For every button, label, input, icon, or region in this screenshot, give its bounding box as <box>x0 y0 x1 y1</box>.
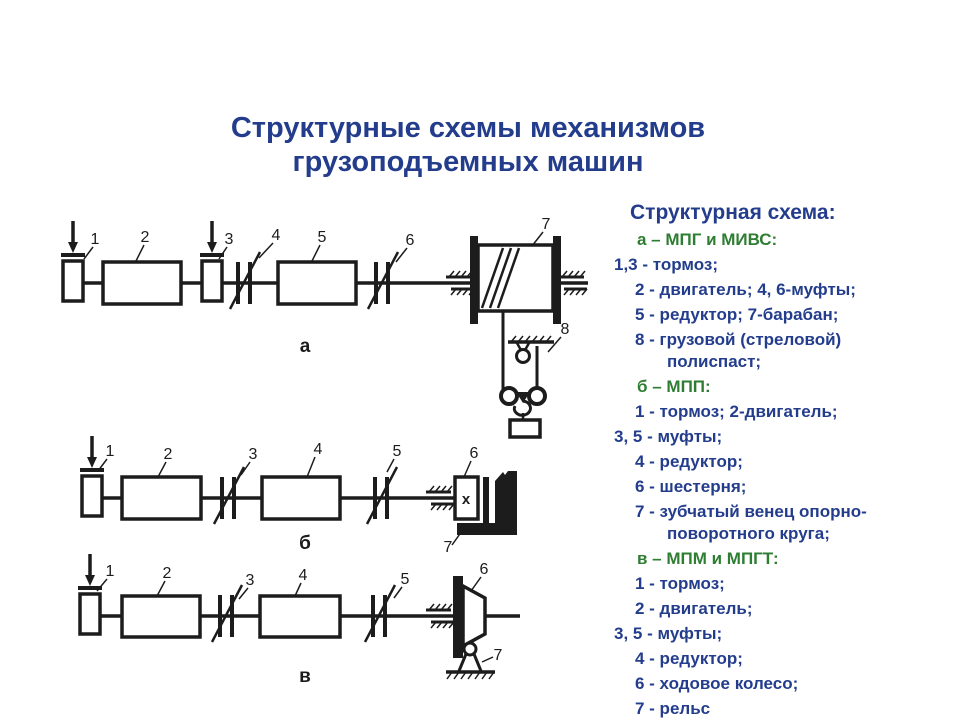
legend-line: 6 - шестерня; <box>635 477 747 496</box>
legend-line: 1,3 - тормоз; <box>614 255 719 274</box>
pinion-icon: x <box>453 475 480 521</box>
part-number: 4 <box>299 567 308 584</box>
brake-icon <box>78 434 106 518</box>
part-number: 6 <box>470 445 479 462</box>
legend-line: 5 - редуктор; 7-барабан; <box>635 305 839 324</box>
part-number: 1 <box>106 563 115 580</box>
legend-line: 2 - двигатель; 4, 6-муфты; <box>635 280 856 299</box>
part-number: 2 <box>164 446 173 463</box>
rail-icon <box>446 641 495 680</box>
load-block <box>508 418 542 439</box>
legend-line: 8 - грузовой (стреловой) <box>635 330 842 349</box>
part-number: 4 <box>314 441 323 458</box>
part-number: 3 <box>249 446 258 463</box>
travel-wheel-icon <box>453 576 520 658</box>
coupling-icon <box>210 583 244 644</box>
reducer-block <box>258 594 342 639</box>
legend-line: 1 - тормоз; <box>635 574 725 593</box>
part-number: 1 <box>91 231 100 248</box>
coupling-icon <box>363 583 397 644</box>
legend-line: полиспаст; <box>667 352 762 371</box>
part-number: 5 <box>393 443 402 460</box>
mechanism-scheme-a: 1 2 3 4 5 6 7 8 а <box>59 216 589 439</box>
legend-line: 7 - зубчатый венец опорно- <box>635 502 867 521</box>
part-number: 6 <box>480 561 489 578</box>
mechanism-scheme-b: x 1 2 3 4 5 6 7 <box>78 434 517 556</box>
motor-block <box>101 260 183 306</box>
legend-heading: Структурная схема: <box>630 201 836 224</box>
part-number: 2 <box>141 229 150 246</box>
legend-line: в – МПМ и МПГТ: <box>637 549 779 568</box>
reducer-block <box>276 260 358 306</box>
coupling-icon <box>365 465 399 526</box>
page-title: Структурные схемы механизмов грузоподъем… <box>90 111 846 179</box>
part-number: 3 <box>225 231 234 248</box>
legend-line: б – МПП: <box>637 377 711 396</box>
part-number: 4 <box>272 227 281 244</box>
hatch-ticks <box>510 335 552 343</box>
brake-icon <box>76 552 104 636</box>
pulley-block-icon <box>499 311 554 439</box>
coupling-icon <box>212 465 246 526</box>
legend-line: а – МПГ и МИВС: <box>637 230 778 249</box>
part-number: 2 <box>163 565 172 582</box>
brake-icon <box>198 219 226 303</box>
legend-line: 2 - двигатель; <box>635 599 753 618</box>
part-number: 7 <box>494 647 503 664</box>
page-title-line2: грузоподъемных машин <box>292 146 644 178</box>
part-numbers: 1 2 3 4 5 6 7 8 <box>83 216 570 353</box>
brake-icon <box>59 219 87 303</box>
ring-gear-icon <box>457 471 517 535</box>
hatch-ticks <box>446 671 495 680</box>
drum-icon <box>470 236 561 324</box>
motor-block <box>120 594 202 639</box>
page-title-line1: Структурные схемы механизмов <box>230 112 706 144</box>
part-number: 6 <box>406 232 415 249</box>
part-number: 7 <box>444 539 453 556</box>
legend-line: поворотного круга; <box>667 524 830 543</box>
legend-line: 4 - редуктор; <box>635 649 743 668</box>
coupling-icon <box>366 250 400 311</box>
part-number: 1 <box>106 443 115 460</box>
legend-line: 3, 5 - муфты; <box>614 624 723 643</box>
scheme-a-caption: а <box>300 336 311 357</box>
part-number: 3 <box>246 572 255 589</box>
legend-line: 7 - рельс <box>635 699 711 718</box>
coupling-icon <box>228 250 262 311</box>
legend: Структурная схема: а – МПГ и МИВС: 1,3 -… <box>600 200 958 720</box>
scheme-v-caption: в <box>299 666 311 687</box>
part-numbers: 1 2 3 4 5 6 7 <box>97 441 479 556</box>
part-numbers: 1 2 3 4 5 6 7 <box>96 561 503 664</box>
legend-line: 4 - редуктор; <box>635 452 743 471</box>
reducer-block <box>260 475 342 521</box>
part-number: 7 <box>542 216 551 233</box>
part-number: 5 <box>318 229 327 246</box>
part-number: 8 <box>561 321 570 338</box>
legend-line: 1 - тормоз; 2-двигатель; <box>635 402 838 421</box>
legend-line: 3, 5 - муфты; <box>614 427 723 446</box>
legend-line: 6 - ходовое колесо; <box>635 674 799 693</box>
motor-block <box>120 475 203 521</box>
pinion-mark: x <box>462 491 471 508</box>
part-number: 5 <box>401 571 410 588</box>
scheme-b-caption: б <box>299 533 311 554</box>
mechanism-scheme-v: 1 2 3 4 5 6 7 в <box>76 552 520 687</box>
